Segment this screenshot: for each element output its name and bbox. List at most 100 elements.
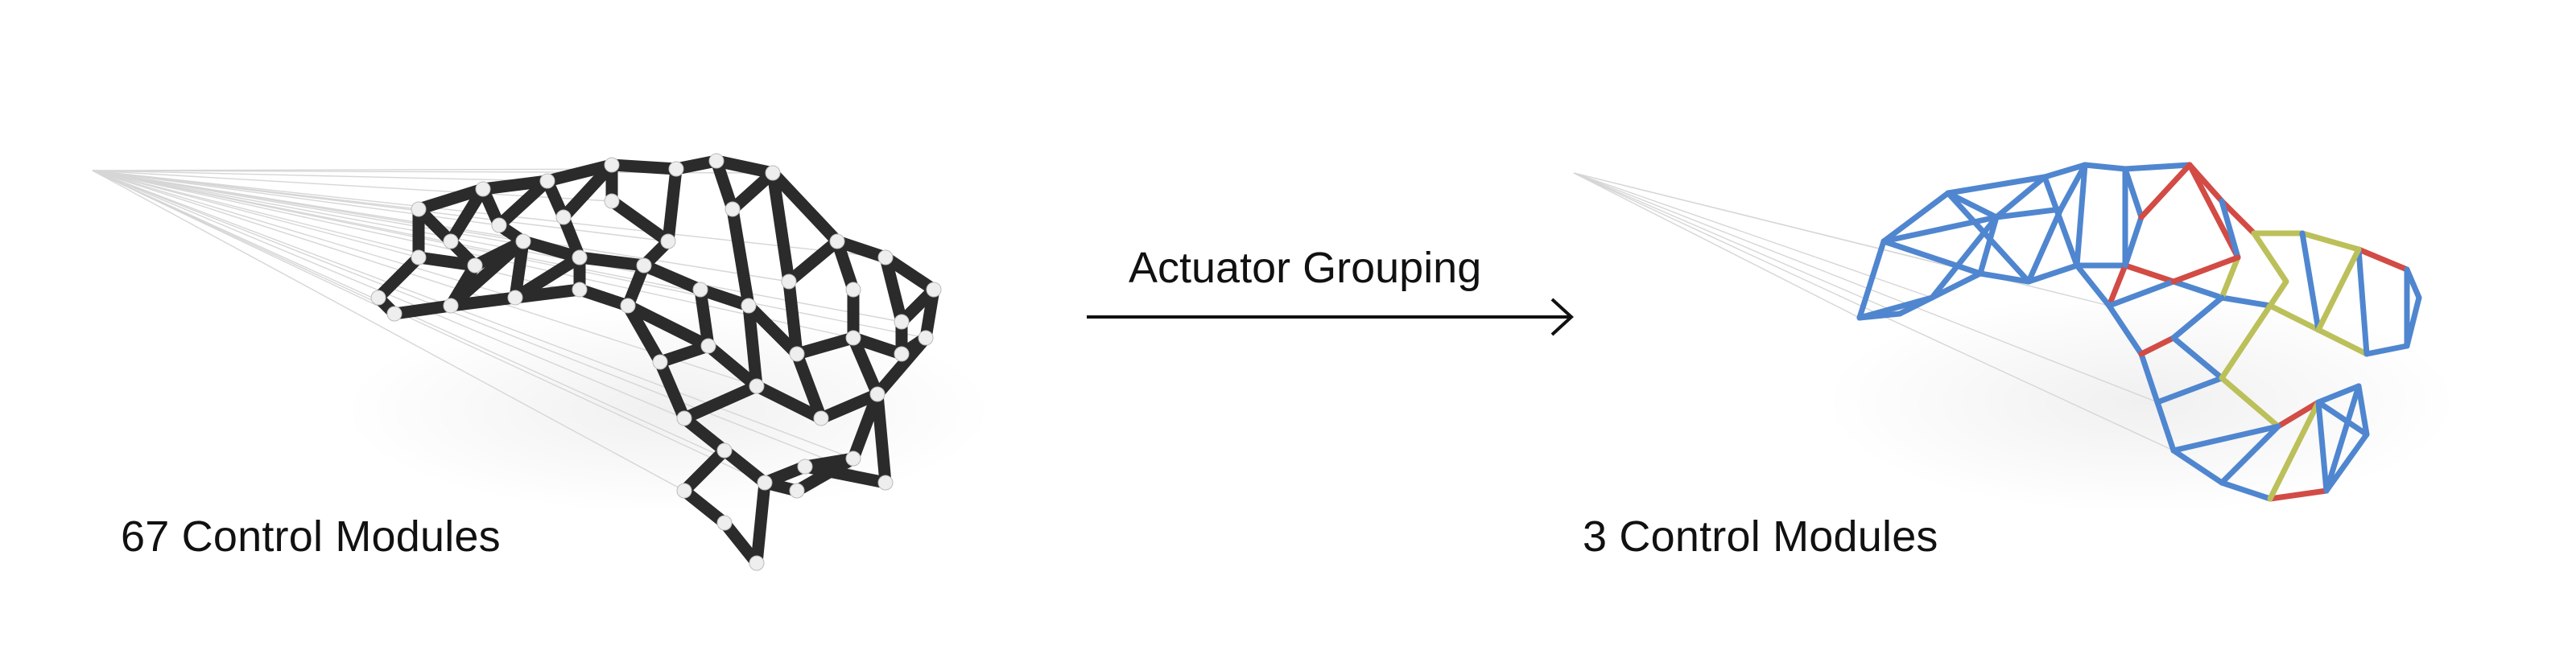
- strut: [791, 348, 828, 425]
- left-truss-structure: [92, 153, 942, 571]
- control-cable: [92, 170, 419, 258]
- node: [636, 257, 652, 274]
- strut: [517, 235, 586, 264]
- node: [894, 314, 910, 330]
- node: [676, 483, 692, 499]
- node: [676, 410, 692, 426]
- node: [749, 378, 765, 394]
- node: [765, 165, 781, 181]
- node: [918, 330, 934, 346]
- strut: [444, 291, 522, 312]
- strut: [621, 299, 715, 352]
- node: [741, 298, 757, 314]
- control-cable: [92, 170, 798, 492]
- control-cable: [92, 170, 766, 483]
- strut: [879, 251, 908, 328]
- strut: [573, 283, 634, 312]
- strut: [702, 339, 763, 393]
- strut: [557, 158, 618, 224]
- strut: [742, 299, 803, 360]
- strut: [678, 444, 731, 497]
- strut: [791, 331, 860, 360]
- node: [604, 193, 620, 209]
- node: [620, 298, 636, 314]
- right-arrow: [1087, 298, 1574, 336]
- control-cable: [92, 170, 886, 483]
- strut: [871, 331, 932, 401]
- node: [604, 157, 620, 173]
- strut: [782, 275, 803, 360]
- control-cable: [92, 170, 516, 298]
- strut: [766, 167, 795, 288]
- node: [491, 217, 507, 233]
- strut: [831, 235, 860, 296]
- strut: [654, 356, 691, 425]
- node: [813, 410, 829, 426]
- right-ground-shadow: [1819, 290, 2463, 515]
- node: [829, 233, 845, 249]
- strut: [766, 167, 844, 248]
- strut: [662, 162, 683, 248]
- strut: [750, 380, 828, 425]
- control-cable: [92, 170, 854, 459]
- strut: [726, 167, 779, 216]
- strut: [573, 251, 650, 272]
- strut: [831, 235, 892, 264]
- control-cable: [92, 170, 854, 339]
- strut: [726, 203, 755, 312]
- node: [507, 290, 523, 306]
- node: [845, 450, 861, 467]
- node: [467, 257, 483, 274]
- strut: [388, 299, 457, 320]
- strut: [815, 388, 884, 425]
- strut: [541, 158, 618, 187]
- strut: [718, 444, 771, 489]
- control-cable: [92, 170, 902, 323]
- node: [572, 249, 588, 265]
- strut: [847, 331, 884, 401]
- node: [789, 346, 805, 362]
- node: [869, 386, 886, 402]
- control-cable: [92, 170, 548, 182]
- strut: [412, 183, 489, 216]
- control-cable: [92, 170, 685, 492]
- left-nodes: [370, 153, 942, 571]
- node: [386, 306, 402, 322]
- strut: [710, 154, 739, 216]
- node: [894, 346, 910, 362]
- node: [411, 201, 427, 217]
- node: [845, 282, 861, 298]
- node: [845, 330, 861, 346]
- strut: [605, 195, 675, 248]
- strut: [871, 388, 892, 489]
- node: [724, 201, 741, 217]
- node: [668, 161, 684, 177]
- node: [789, 483, 805, 499]
- strut: [444, 235, 530, 312]
- node: [411, 249, 427, 265]
- node: [443, 298, 459, 314]
- strut: [372, 251, 425, 304]
- strut: [750, 476, 771, 570]
- strut: [444, 183, 489, 248]
- node: [757, 475, 773, 491]
- left-caption: 67 Control Modules: [121, 512, 501, 561]
- strut: [477, 175, 554, 195]
- strut: [710, 154, 779, 179]
- node: [652, 354, 668, 370]
- node: [539, 173, 555, 189]
- strut: [678, 380, 763, 425]
- right-caption: 3 Control Modules: [1583, 512, 1938, 561]
- transition-label: Actuator Grouping: [1129, 244, 1482, 292]
- strut: [799, 460, 892, 489]
- node: [877, 249, 894, 265]
- strut: [694, 283, 715, 352]
- node: [749, 555, 765, 571]
- strut: [694, 283, 755, 312]
- node: [700, 338, 716, 354]
- strut: [493, 175, 554, 232]
- strut: [678, 484, 731, 529]
- left-panel: 67 Control Modules: [0, 0, 1095, 650]
- strut: [509, 251, 586, 304]
- left-struts: [372, 154, 940, 570]
